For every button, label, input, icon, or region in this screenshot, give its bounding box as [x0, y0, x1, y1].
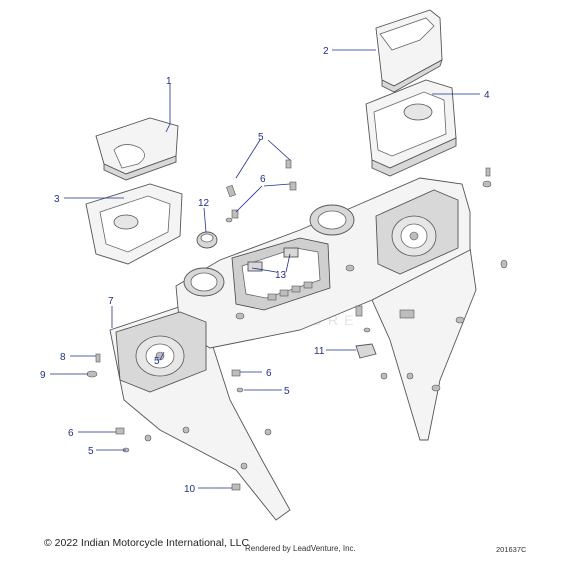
rendered-by-text: Rendered by LeadVenture, Inc.: [245, 544, 356, 553]
callout-3: 3: [54, 194, 60, 205]
leader-lines: [50, 49, 480, 489]
callout-10: 10: [184, 484, 196, 495]
callout-12: 12: [198, 198, 210, 209]
diagram-code: 201637C: [496, 545, 527, 554]
callout-8: 8: [60, 352, 66, 363]
part-1-cover: [95, 117, 179, 181]
part-4-pod-cover: [365, 79, 457, 177]
callout-9: 9: [40, 370, 46, 381]
callout-11: 11: [314, 346, 325, 357]
callout-labels: 1 2 3 4 5 5 5 5 6 6 6 7 8 9 10 11 12 13: [40, 46, 490, 495]
part-11-bracket: [355, 343, 377, 359]
callout-6-mid: 6: [266, 368, 272, 379]
callout-5-bottom: 5: [88, 446, 94, 457]
copyright-text: © 2022 Indian Motorcycle International, …: [44, 537, 250, 549]
hardware: [86, 159, 508, 491]
callout-7: 7: [108, 296, 114, 307]
part-12-knob: [196, 231, 218, 249]
callout-5-left-speaker: 5: [154, 356, 160, 367]
callout-4: 4: [484, 90, 490, 101]
part-3-pod-bezel: [85, 183, 183, 265]
callout-5-mid: 5: [284, 386, 290, 397]
callout-2: 2: [323, 46, 329, 57]
callout-13: 13: [275, 270, 287, 281]
callout-6-top: 6: [260, 174, 266, 185]
main-fairing: [109, 177, 477, 521]
callout-6-bottom: 6: [68, 428, 74, 439]
callout-1: 1: [166, 76, 172, 87]
callout-5-top: 5: [258, 132, 264, 143]
part-2-cover: [375, 9, 443, 93]
